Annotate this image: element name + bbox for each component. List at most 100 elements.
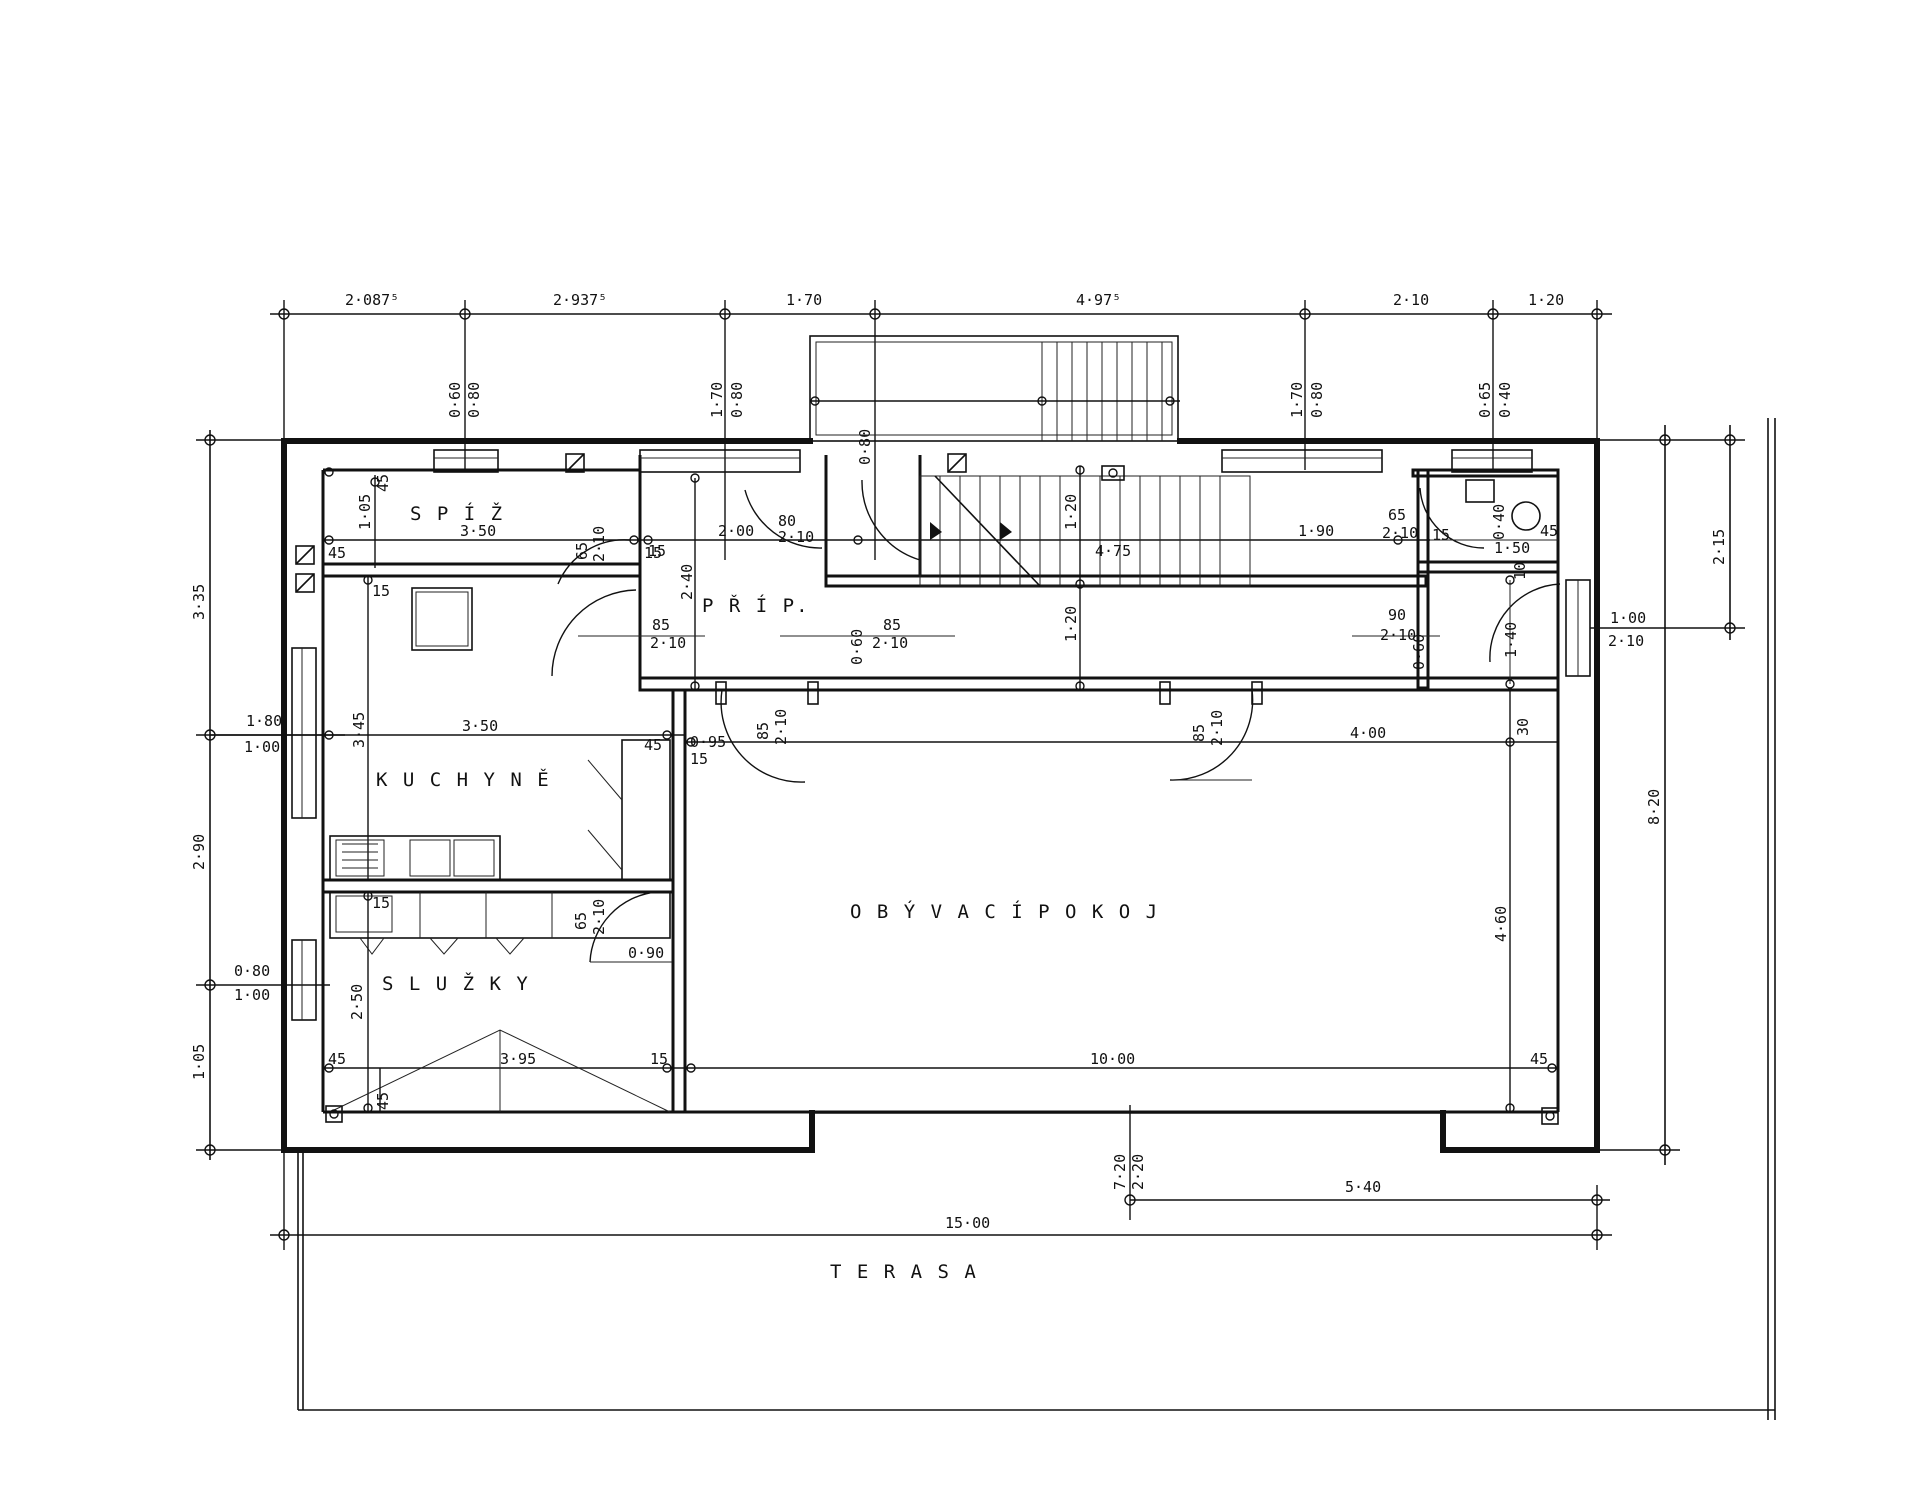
room-spiz: S P Í Ž 1·05 45 3·50 45 15 65 2·10 (295, 453, 662, 593)
dim-spiz-105: 1·05 (356, 494, 374, 530)
dim-kuchyne-15b: 15 (690, 750, 708, 768)
dim-east-210b: 2·10 (1380, 626, 1416, 644)
interior-staircase: 1·20 4·75 1·20 (919, 453, 1251, 691)
dim-living-45: 45 (1530, 1050, 1548, 1068)
dim-right-210: 2·10 (1608, 632, 1644, 650)
dim-living-1000: 10·00 (1090, 1050, 1135, 1068)
top-dimension-chain: 2·087⁵ 2·937⁵ 1·70 4·97⁵ 2·10 1·20 (270, 291, 1612, 560)
room-east-wc: 65 2·10 1·90 15 0·40 45 1·50 10 90 2·10 … (1298, 479, 1561, 689)
dim-right-100: 1·00 (1610, 609, 1646, 627)
dim-prip-210b: 2·10 (650, 634, 686, 652)
dim-sluzky-090: 0·90 (628, 944, 664, 962)
dim-stair-door: 0·80 (856, 429, 874, 465)
dim-sluzky-15c: 15 (372, 894, 390, 912)
label-terasa: T E R A S A (830, 1261, 978, 1283)
dim-east-90: 90 (1388, 606, 1406, 624)
dim-105: 1·05 (190, 1044, 208, 1080)
dim-living-400: 4·00 (1350, 724, 1386, 742)
dim-2087: 2·087⁵ (345, 291, 399, 309)
dim-east-150: 1·50 (1494, 539, 1530, 557)
dim-east-190: 1·90 (1298, 522, 1334, 540)
dim-sluzky-395: 3·95 (500, 1050, 536, 1068)
right-dimension-chain: 2·15 8·20 1·00 2·10 (1590, 418, 1769, 1420)
dim-prip-210: 2·10 (778, 528, 814, 546)
dim-bottom-1500: 15·00 (945, 1214, 990, 1232)
dim-stair-120b: 1·20 (1062, 606, 1080, 642)
left-dimension-chain: 3·35 1·80 1·00 2·90 0·80 1·00 1·05 (190, 430, 345, 1160)
dim-prip-85: 85 (652, 616, 670, 634)
dim-window-3a: 1·70 (1288, 382, 1306, 418)
dim-120: 1·20 (1528, 291, 1564, 309)
dim-window-3b: 0·80 (1308, 382, 1326, 418)
room-obyvaci-pokoj: O B Ý V A C Í P O K O J 85 2·10 4·00 30 … (685, 681, 1559, 1125)
dim-window-4a: 0·65 (1476, 382, 1494, 418)
dim-2937: 2·937⁵ (553, 291, 607, 309)
dim-living-30: 30 (1514, 718, 1532, 736)
room-kuchyne: 15 3·45 3·50 K U C H Y N Ě 45 15 0·95 85… (210, 575, 806, 881)
window-dims-top: 0·60 0·80 1·70 0·80 0·80 1·70 0·80 0·65 … (446, 382, 1514, 465)
dim-hall-210: 2·10 (872, 634, 908, 652)
dim-prip-80: 80 (778, 512, 796, 530)
dim-kuchyne-85: 85 (754, 722, 772, 740)
dim-sluzky-65: 65 (572, 912, 590, 930)
dim-window-4b: 0·40 (1496, 382, 1514, 418)
exterior-stairs (809, 335, 1180, 442)
dim-335: 3·35 (190, 584, 208, 620)
dim-170: 1·70 (786, 291, 822, 309)
dim-spiz-45v: 45 (374, 474, 392, 492)
dim-window-2a: 1·70 (708, 382, 726, 418)
label-spiz: S P Í Ž (410, 502, 504, 525)
dim-bottom-720: 7·20 (1111, 1154, 1129, 1190)
dim-290: 2·90 (190, 834, 208, 870)
dim-stair-475: 4·75 (1095, 542, 1131, 560)
dim-spiz-15: 15 (644, 544, 662, 562)
dim-east-45: 45 (1540, 522, 1558, 540)
dim-sluzky-250: 2·50 (348, 984, 366, 1020)
dim-100b: 1·00 (234, 986, 270, 1004)
dim-living-460: 4·60 (1492, 906, 1510, 942)
dim-kuchyne-210: 2·10 (772, 709, 790, 745)
dim-hall-85: 85 (883, 616, 901, 634)
dim-sluzky-45: 45 (328, 1050, 346, 1068)
dim-bottom-220: 2·20 (1129, 1154, 1147, 1190)
dim-210: 2·10 (1393, 291, 1429, 309)
dim-sluzky-15: 15 (650, 1050, 668, 1068)
dim-east-10: 10 (1511, 562, 1529, 580)
dim-080: 0·80 (234, 962, 270, 980)
dim-820: 8·20 (1645, 789, 1663, 825)
terrace: T E R A S A (297, 418, 1776, 1420)
dim-door-210a: 2·10 (590, 526, 608, 562)
dim-window-2b: 0·80 (728, 382, 746, 418)
dim-door-65a: 65 (573, 542, 591, 560)
dim-east-140: 1·40 (1502, 622, 1520, 658)
label-prip: P Ř Í P. (702, 594, 810, 617)
dim-east-65: 65 (1388, 506, 1406, 524)
bottom-dimensions: 7·20 2·20 5·40 15·00 (270, 1105, 1612, 1250)
dim-100: 1·00 (244, 738, 280, 756)
dim-east-040: 0·40 (1490, 504, 1508, 540)
label-kuchyne: K U C H Y N Ě (376, 768, 551, 791)
exterior-walls (281, 438, 1600, 1153)
dim-living-85: 85 (1190, 724, 1208, 742)
dim-180: 1·80 (246, 712, 282, 730)
dim-215: 2·15 (1710, 529, 1728, 565)
dim-spiz-350: 3·50 (460, 522, 496, 540)
dim-spiz-45: 45 (328, 544, 346, 562)
dim-prip-240: 2·40 (678, 564, 696, 600)
dim-east-060: 0·60 (1410, 634, 1428, 670)
dim-kuchyne-345: 3·45 (350, 712, 368, 748)
dim-prip-15: 15 (648, 542, 666, 560)
dim-bottom-540: 5·40 (1345, 1178, 1381, 1196)
dim-4975: 4·97⁵ (1076, 291, 1121, 309)
dim-sluzky-210: 2·10 (590, 899, 608, 935)
dim-kuchyne-15: 15 (372, 582, 390, 600)
dim-window-1a: 0·60 (446, 382, 464, 418)
dim-stair-120a: 1·20 (1062, 494, 1080, 530)
dim-sluzky-45b: 45 (374, 1092, 392, 1110)
dim-east-210: 2·10 (1382, 524, 1418, 542)
label-sluzky: S L U Ž K Y (382, 972, 530, 995)
label-obyvaci-pokoj: O B Ý V A C Í P O K O J (850, 900, 1159, 923)
dim-hall-060: 0·60 (848, 629, 866, 665)
dim-kuchyne-350: 3·50 (462, 717, 498, 735)
